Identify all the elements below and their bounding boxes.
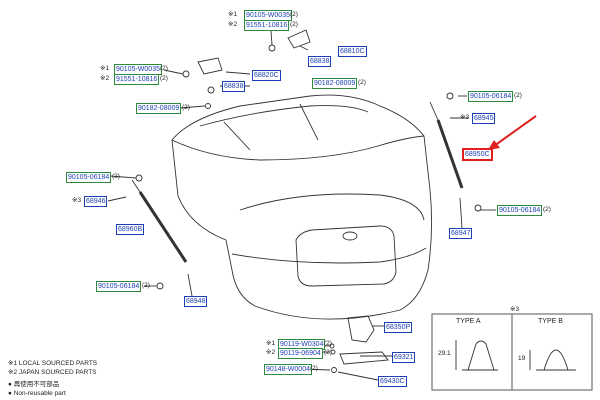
highlight-arrow [488,115,537,150]
label-68838-top[interactable]: 68838 [308,56,332,67]
hinge-top [287,29,311,49]
emblem [342,231,358,241]
type-b-dimension: 19 [518,355,526,362]
qty-r: (2) [543,206,551,213]
label-90148-w0004[interactable]: 90148-W0004 [264,364,312,375]
type-b-title: TYPE B [538,318,563,325]
mark1-top: ※1 [228,11,238,18]
type-a-dimension: 29.1 [438,350,451,357]
spoiler-outline [171,135,425,161]
label-90105-06184-tr[interactable]: 90105-06184 [468,91,514,102]
qty-left-1: (2) [160,65,168,72]
label-68810c[interactable]: 68810C [338,46,367,57]
label-68948[interactable]: 68948 [184,296,208,307]
qty-b1: (2) [324,340,332,347]
qty-left-2: (2) [160,75,168,82]
right-strut [436,119,464,189]
qty-bl: (2) [142,282,150,289]
label-90182-08009-left[interactable]: 90182-08009 [136,103,182,114]
legend-japan: ※2 JAPAN SOURCED PARTS [8,369,97,376]
qty-top-1: (2) [290,11,298,18]
label-68960b[interactable]: 68960B [116,224,145,235]
mark2-left: ※2 [100,75,110,82]
legend-non-reusable-jp: ● 再使用不可部品 [8,381,60,388]
legend-local: ※1 LOCAL SOURCED PARTS [8,360,98,367]
mark1-left: ※1 [100,65,110,72]
mark2-top: ※2 [228,21,238,28]
label-68947[interactable]: 68947 [449,228,473,239]
lock-assembly [347,315,375,343]
qty-top-2: (2) [290,21,298,28]
qty-b2: (2) [324,349,332,356]
qty-left-3: (2) [182,104,190,111]
glass-area [239,193,425,221]
back-door-outline [171,94,433,320]
mark3-right: ※3 [460,114,470,121]
hinge-left [197,57,223,75]
mark3-left: ※3 [72,197,82,204]
qty-b3: (2) [310,365,318,372]
label-90105-06184-bl[interactable]: 90105-06184 [96,281,142,292]
label-91551-10816-left[interactable]: 91551-10816 [114,74,160,85]
label-90182-08009-mid[interactable]: 90182-08009 [312,78,358,89]
label-68350p[interactable]: 68350P [384,322,413,333]
legend-non-reusable: ● Non-reusable part [8,390,66,397]
qty-tr: (2) [514,92,522,99]
mark2-bottom: ※2 [266,349,276,356]
license-plate-recess [295,225,397,287]
label-68945[interactable]: 68945 [472,113,496,124]
label-69321[interactable]: 69321 [392,352,416,363]
label-68950c[interactable]: 68950C [462,148,493,161]
label-69430c[interactable]: 69430C [378,376,407,387]
mark1-bottom: ※1 [266,340,276,347]
left-strut [138,191,188,263]
qty-l: (2) [112,173,120,180]
type-a-title: TYPE A [456,318,481,325]
label-91551-10816-top[interactable]: 91551-10816 [244,20,290,31]
label-68838-mid[interactable]: 68838 [222,81,246,92]
label-90119-06904[interactable]: 90119-06904 [278,348,323,359]
mark3-type-box: ※3 [510,306,520,313]
qty-mid: (2) [358,79,366,86]
label-90105-06184-r[interactable]: 90105-06184 [497,205,543,216]
label-68820c[interactable]: 68820C [252,70,281,81]
label-90105-06184-l[interactable]: 90105-06184 [66,172,112,183]
label-68946[interactable]: 68946 [84,196,108,207]
